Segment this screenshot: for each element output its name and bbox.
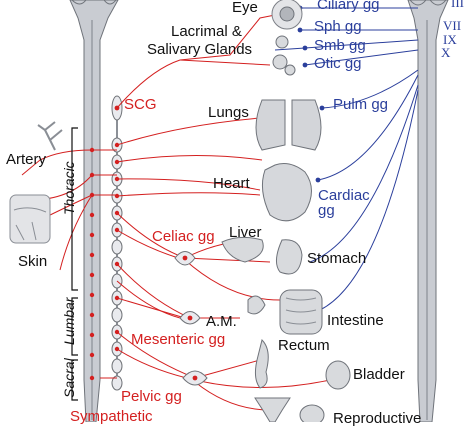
lung-icon — [255, 99, 322, 151]
pelvic-ganglion-label: Pelvic gg — [121, 388, 182, 405]
lungs-label: Lungs — [208, 104, 249, 121]
mesenteric-ganglion — [179, 311, 201, 325]
cardiac-ganglion-label-line2: gg — [318, 202, 335, 219]
artery-label: Artery — [6, 151, 47, 168]
scg-label: SCG — [124, 96, 157, 113]
sympathetic-synapse-dots — [89, 105, 120, 381]
rectum-icon — [254, 339, 269, 389]
eye-icon — [271, 0, 303, 30]
liver-icon — [221, 236, 264, 263]
sph-ganglion-label: Sph gg — [314, 18, 362, 35]
ciliary-ganglion-label: Ciliary gg — [317, 0, 380, 13]
intestine-icon — [279, 289, 323, 335]
am-label: A.M. — [206, 313, 237, 330]
reproductive-icon — [254, 397, 325, 422]
bladder-label: Bladder — [353, 366, 405, 383]
skin-icon — [9, 194, 51, 244]
intestine-label: Intestine — [327, 312, 384, 329]
gland-icon — [272, 35, 296, 76]
celiac-ganglion — [174, 251, 196, 266]
stomach-icon — [276, 239, 303, 275]
mesenteric-ganglion-label: Mesenteric gg — [131, 331, 226, 348]
right-spinal-cord — [407, 0, 449, 422]
spinal-region-brackets — [71, 127, 78, 401]
cranial-nerve-iii: III — [451, 0, 464, 10]
reproductive-label: Reproductive — [333, 410, 422, 427]
lumbar-label: Lumbar — [61, 297, 77, 345]
cardiac-ganglion-label-line1: Cardiac — [318, 187, 370, 204]
left-spinal-cord — [69, 0, 119, 422]
adrenal-icon — [247, 295, 266, 315]
liver-label: Liver — [229, 224, 262, 241]
eye-label: Eye — [232, 0, 258, 16]
sympathetic-fibers — [19, 14, 331, 411]
cranial-nerve-ix: IX — [443, 32, 457, 47]
thoracic-label: Thoracic — [61, 161, 77, 215]
stomach-label: Stomach — [307, 250, 367, 267]
bladder-icon — [325, 360, 351, 390]
sacral-label: Sacral — [61, 358, 77, 398]
glands-label-line2: Salivary Glands — [147, 41, 253, 58]
heart-icon — [261, 163, 312, 222]
celiac-ganglion-label: Celiac gg — [152, 228, 215, 245]
parasympathetic-fibers — [274, 7, 419, 311]
cranial-nerve-x: X — [441, 45, 451, 60]
sympathetic-chain — [111, 95, 123, 391]
glands-label-line1: Lacrimal & — [171, 23, 242, 40]
skin-label: Skin — [18, 253, 48, 270]
smb-ganglion-label: Smb gg — [314, 37, 366, 54]
pelvic-ganglion — [182, 370, 208, 386]
rectum-label: Rectum — [278, 337, 330, 354]
artery-icon — [37, 121, 63, 151]
otic-ganglion-label: Otic gg — [314, 55, 362, 72]
pulm-ganglion-label: Pulm gg — [333, 96, 389, 113]
heart-label: Heart — [213, 175, 250, 192]
sympathetic-title: Sympathetic — [70, 408, 153, 425]
cranial-nerve-vii: VII — [443, 18, 462, 33]
